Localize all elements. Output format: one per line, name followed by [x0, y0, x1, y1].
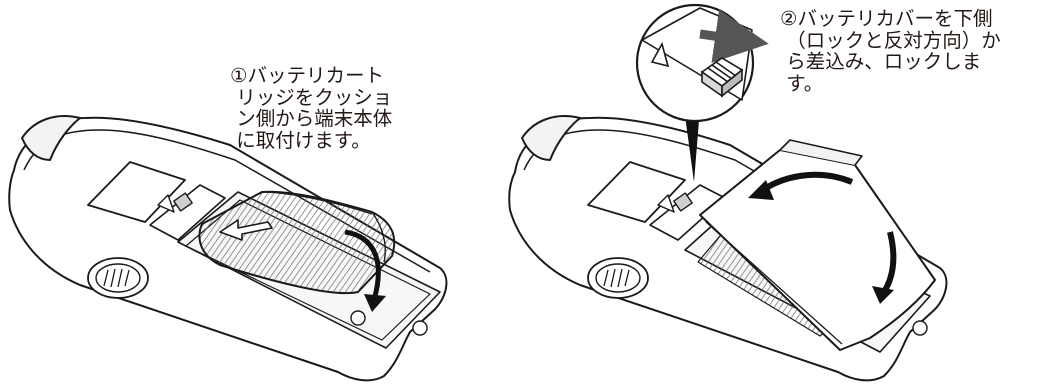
- battery-cover: [699, 139, 936, 351]
- cover-arrows: [748, 171, 897, 304]
- magnified-lock-detail: [635, 3, 769, 182]
- step-2-caption: ②バッテリカバーを下側 （ロックと反対方向）か ら差込み、ロックしま す。: [780, 7, 1001, 95]
- battery-cartridge: [198, 190, 396, 295]
- insertion-arrows-left: [219, 219, 386, 312]
- step-1-caption: ①バッテリカート リッジをクッショ ン側から端末本体 に取付けます。: [230, 64, 393, 152]
